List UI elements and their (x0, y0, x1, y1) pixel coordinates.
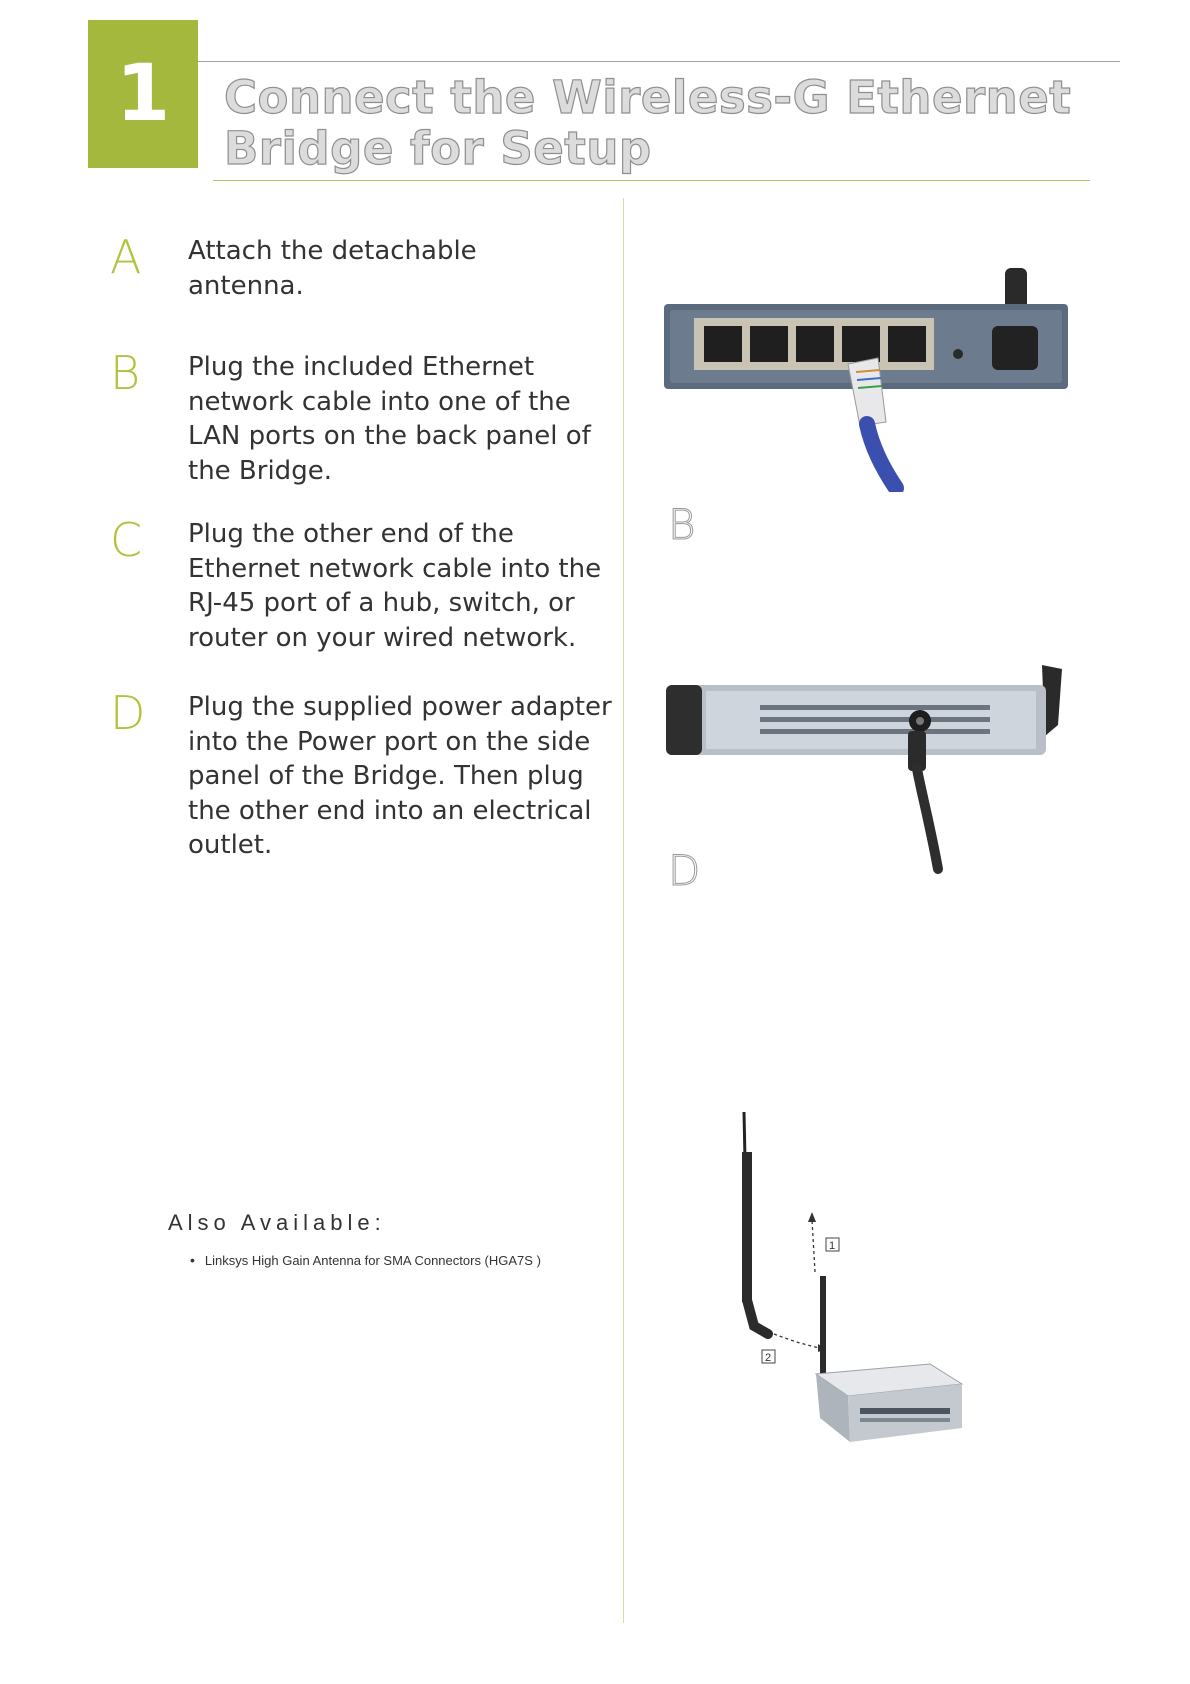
callout-2: 2 (765, 1352, 771, 1364)
callout-1: 1 (829, 1240, 835, 1252)
figure-label-d: D (667, 846, 701, 895)
figure-side-panel-power (666, 665, 1062, 874)
step-text-d: Plug the supplied power adapter into the… (188, 692, 612, 860)
step-text-b: Plug the included Ethernet network cable… (188, 352, 591, 486)
column-divider (623, 198, 624, 1623)
header-rule-bottom (213, 180, 1090, 181)
also-available-item: Linksys High Gain Antenna for SMA Connec… (190, 1252, 541, 1268)
page-title-line-1: Connect the Wireless-G Ethernet (223, 71, 1072, 124)
step-text-a: Attach the detachable antenna. (188, 236, 477, 301)
step-letter-c: C (110, 513, 143, 567)
page-title: Connect the Wireless-G Ethernet Bridge f… (223, 71, 1104, 175)
step-number-badge: 1 (88, 20, 198, 168)
step-text-c: Plug the other end of the Ethernet netwo… (188, 519, 602, 653)
step-letter-d: D (110, 686, 146, 740)
figure-high-gain-antenna: 1 2 (742, 1112, 964, 1442)
step-letter-a: A (110, 230, 142, 284)
figure-back-panel-lan-ports (664, 268, 1068, 492)
page-title-line-2: Bridge for Setup (223, 122, 652, 175)
step-number: 1 (115, 49, 171, 139)
also-available-title: Also Available: (168, 1210, 386, 1235)
figure-label-b: B (668, 500, 696, 549)
header-rule-top (198, 61, 1120, 62)
step-letter-b: B (110, 346, 141, 400)
also-available-list: Linksys High Gain Antenna for SMA Connec… (190, 1252, 541, 1268)
